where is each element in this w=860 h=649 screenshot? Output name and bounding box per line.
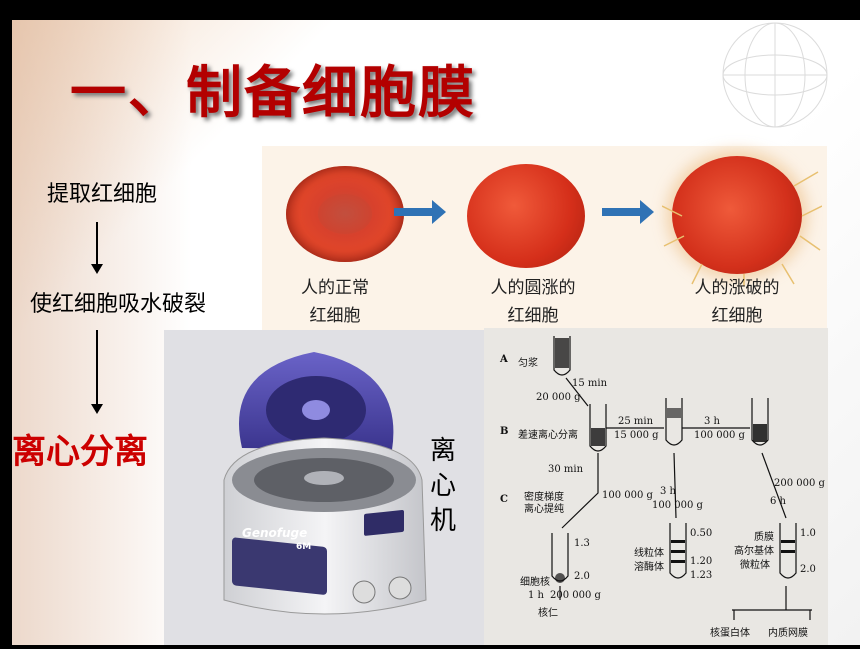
tube2-value-1: 0.50 (690, 528, 713, 539)
tube1-top-value: 1.3 (574, 538, 590, 549)
tube2-value-2: 1.20 (690, 556, 713, 567)
caption-normal-rbc: 人的正常 红细胞 (280, 274, 390, 330)
a-time: 15 min (572, 378, 608, 389)
centrifuge-illustration (223, 352, 427, 615)
rbc-figure: 人的正常 红细胞 人的圆涨的 红细胞 人的涨破的 红细胞 (262, 146, 827, 330)
lane-a-label: 匀浆 (518, 358, 538, 369)
lane-b-label: 差速离心分离 (518, 430, 578, 441)
centrifuge-model: 6M (296, 542, 312, 552)
tube3-value-1: 1.0 (800, 528, 816, 539)
tube3-value-2: 2.0 (800, 564, 816, 575)
burst-rays-icon (662, 171, 822, 286)
slide-title: 一、制备细胞膜 (70, 61, 476, 126)
bottom-label-left: 核蛋白体 (710, 628, 750, 639)
caption-line: 人的正常 (301, 278, 369, 298)
lane-c-label-1: 密度梯度 (524, 492, 564, 503)
centrifuge-brand: Genofuge (242, 526, 308, 540)
tube1-bottom-value: 2.0 (574, 571, 590, 582)
bottom-label-right: 内质网膜 (768, 628, 808, 639)
caption-line: 红细胞 (711, 306, 763, 326)
caption-swollen-rbc: 人的圆涨的 红细胞 (458, 274, 608, 330)
tube3-label-2: 高尔基体 (734, 546, 774, 557)
lane-a-letter: A (500, 354, 508, 365)
b2-time: 3 h (704, 416, 720, 427)
centrifuge-label: 离心机 (430, 436, 457, 536)
decorative-left-gradient (12, 20, 192, 645)
decorative-globe-icon (722, 22, 828, 128)
nuc-time: 1 h (528, 590, 544, 601)
b1-time: 25 min (618, 416, 654, 427)
c1-time: 30 min (548, 464, 584, 475)
tube2-label-2: 溶酶体 (634, 562, 664, 573)
lane-b-letter: B (500, 426, 509, 437)
normal-rbc-image (286, 166, 404, 262)
caption-burst-rbc: 人的涨破的 红细胞 (662, 274, 812, 330)
down-arrow-icon (91, 222, 103, 274)
caption-line: 人的涨破的 (694, 278, 780, 298)
a-force: 20 000 g (536, 392, 581, 403)
down-arrow-icon (91, 330, 103, 414)
caption-line: 红细胞 (309, 306, 361, 326)
lane-c-label-2: 离心提纯 (524, 504, 564, 515)
right-arrow-icon (602, 200, 654, 224)
c3-time: 6 h (770, 496, 786, 507)
right-arrow-icon (394, 200, 446, 224)
burst-rbc-image (672, 156, 802, 274)
step-centrifuge: 离心分离 (12, 432, 148, 472)
c3-force: 200 000 g (774, 478, 825, 489)
centrifuge-photo: Genofuge 6M (164, 330, 484, 645)
tube1-band-label: 细胞核 (520, 577, 550, 588)
tube2-label-1: 线粒体 (634, 548, 664, 559)
caption-line: 人的圆涨的 (490, 278, 576, 298)
c1-force: 100 000 g (602, 490, 653, 501)
nuc-force: 200 000 g (550, 590, 601, 601)
tube2-value-3: 1.23 (690, 570, 713, 581)
lane-c-letter: C (500, 494, 508, 505)
step-lyse-rbc: 使红细胞吸水破裂 (30, 292, 207, 317)
b1-force: 15 000 g (614, 430, 659, 441)
swollen-rbc-image (467, 164, 585, 268)
c2-time: 3 h (660, 486, 676, 497)
step-extract-rbc: 提取红细胞 (47, 182, 158, 207)
tube3-label-3: 微粒体 (740, 560, 770, 571)
c2-force: 100 000 g (652, 500, 703, 511)
caption-line: 红细胞 (507, 306, 559, 326)
b2-force: 100 000 g (694, 430, 745, 441)
tube1-pellet-label: 核仁 (538, 608, 558, 619)
fractionation-diagram: A 匀浆 15 min 20 000 g B 差速离心分离 25 min 15 … (484, 328, 828, 645)
tube3-label-1: 质膜 (754, 532, 774, 543)
diagram-drawing (551, 336, 812, 620)
